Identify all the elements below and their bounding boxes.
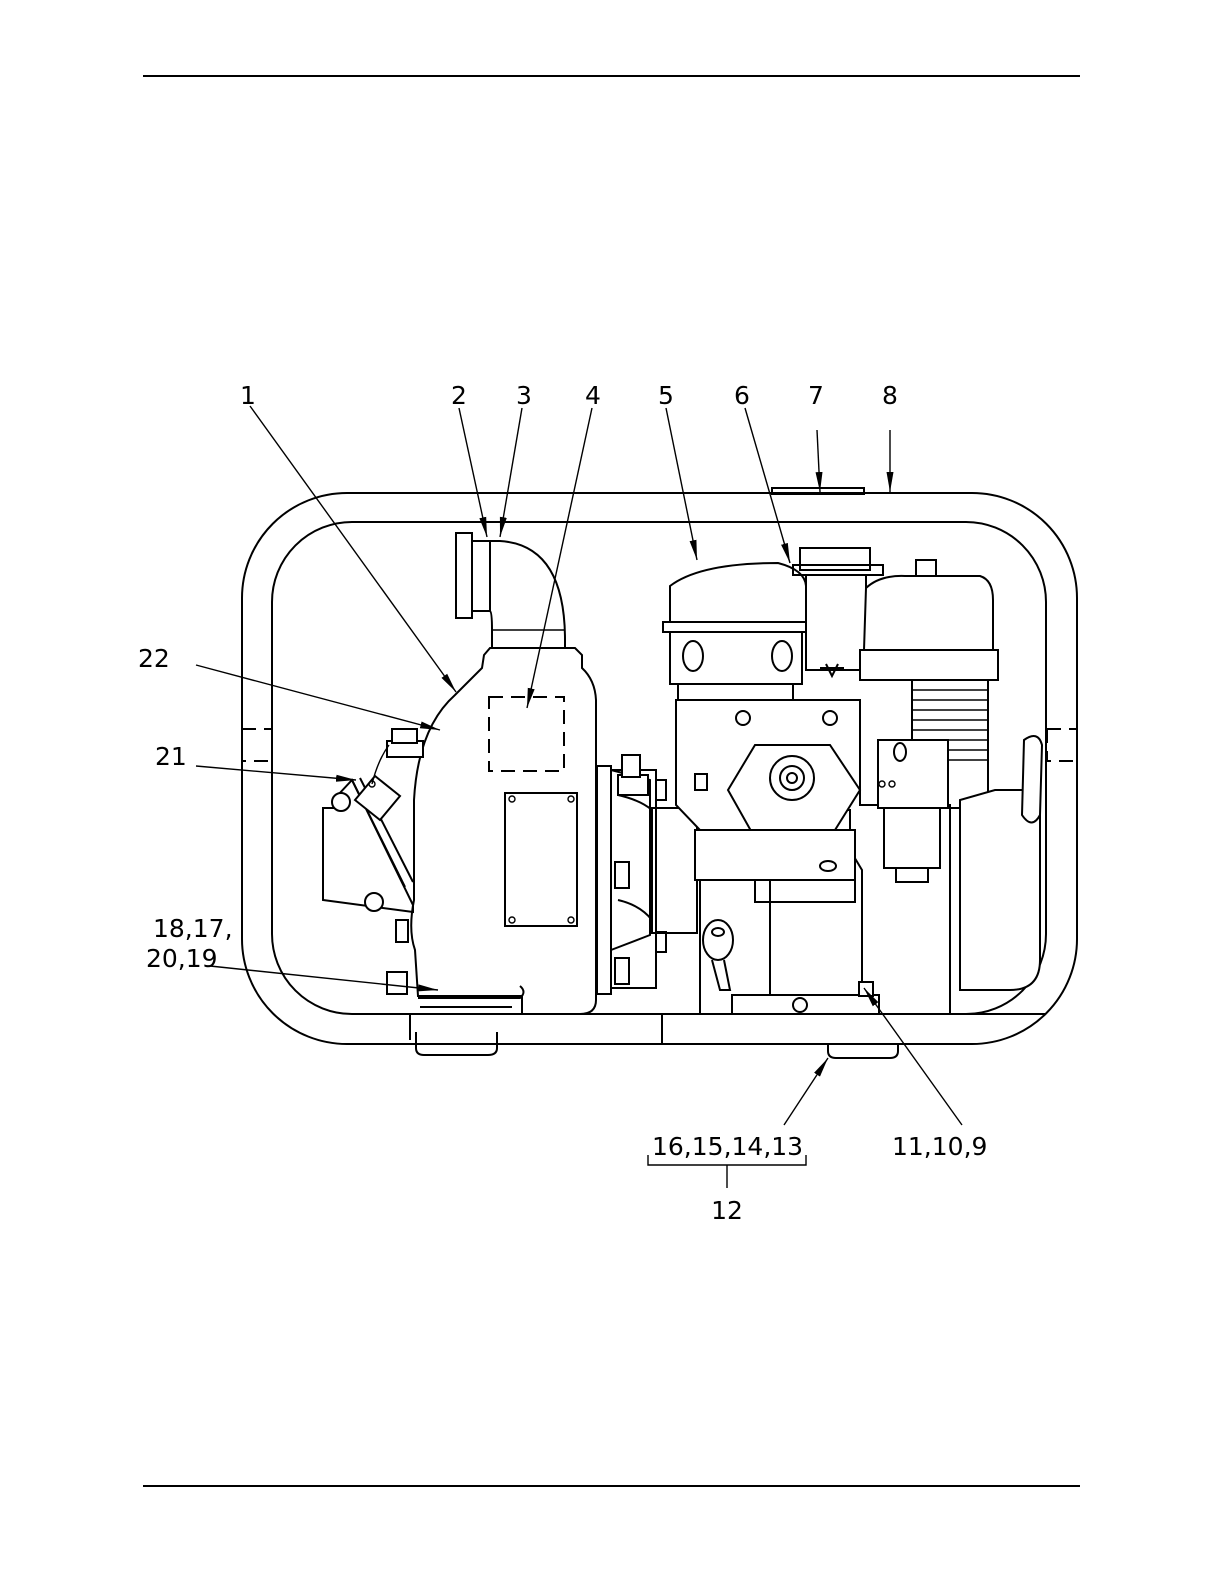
skids <box>410 1014 898 1058</box>
callout-11-10-9: 11,10,9 <box>892 1132 987 1161</box>
callout-6: 6 <box>734 381 750 410</box>
callout-21: 21 <box>155 742 187 771</box>
leader-22 <box>196 665 440 730</box>
leader-7 <box>817 430 820 492</box>
pump-drawing <box>242 488 1077 1058</box>
callout-2: 2 <box>451 381 467 410</box>
leader-2 <box>459 408 487 537</box>
callout-16-15-14-13: 16,15,14,13 <box>652 1132 803 1161</box>
pump-casing <box>411 648 596 1014</box>
callout-3: 3 <box>516 381 532 410</box>
callout-7: 7 <box>808 381 824 410</box>
callout-22: 22 <box>138 644 170 673</box>
callout-1: 1 <box>240 381 256 410</box>
callout-18-17: 18,17, <box>153 914 233 943</box>
callout-8: 8 <box>882 381 898 410</box>
suction-cover <box>323 729 423 994</box>
leader-21 <box>196 766 356 780</box>
callout-12: 12 <box>711 1196 743 1225</box>
callout-20-19: 20,19 <box>146 944 218 973</box>
leader-1 <box>250 406 456 692</box>
discharge-elbow <box>456 533 565 650</box>
leader-16-13 <box>784 1058 828 1125</box>
leader-3 <box>500 408 522 537</box>
leader-5 <box>666 408 697 560</box>
callout-4: 4 <box>585 381 601 410</box>
leader-6 <box>745 408 790 563</box>
callout-5: 5 <box>658 381 674 410</box>
